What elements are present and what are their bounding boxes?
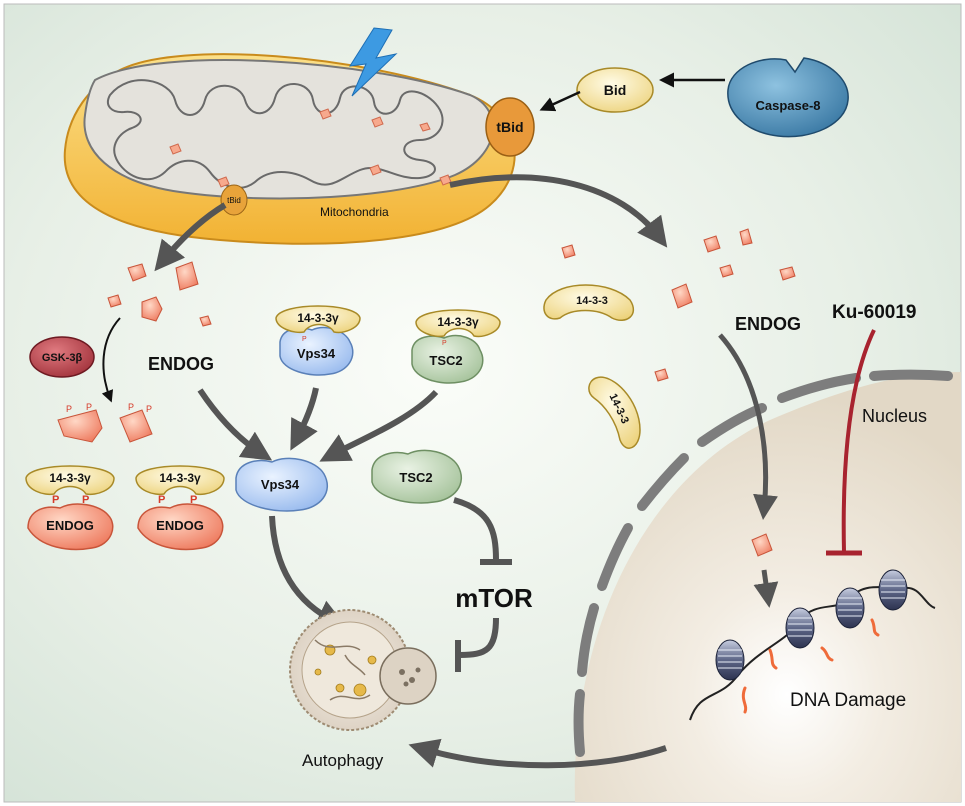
dna-chromatin [689,569,936,721]
svg-text:tBid: tBid [496,119,523,135]
dna-break-marks [741,618,880,714]
svg-text:P: P [158,494,165,506]
svg-text:Vps34: Vps34 [261,477,300,492]
svg-text:14-3-3: 14-3-3 [576,295,608,307]
svg-text:TSC2: TSC2 [429,353,462,368]
svg-text:14-3-3γ: 14-3-3γ [49,471,91,485]
vps34-to-autophagy-arrow [269,515,347,628]
mito-to-endog-right-arrow [449,174,668,248]
svg-text:P: P [82,494,89,506]
nuclear-envelope [573,369,953,757]
svg-text:tBid: tBid [227,196,241,205]
endog-left-label: ENDOG [148,354,214,374]
mtor-label: mTOR [455,583,533,613]
svg-text:GSK-3β: GSK-3β [42,352,83,364]
endog-right-label: ENDOG [735,314,801,334]
nucleus-label: Nucleus [862,406,927,426]
lightning-icon [349,27,398,97]
endog-to-vps34-arrow [197,388,273,461]
svg-text:P: P [146,404,152,414]
dna-damage-to-autophagy-arrow [408,738,667,769]
tsc2-protein: TSC2 [371,449,463,504]
svg-text:Vps34: Vps34 [297,346,336,361]
endog-fragments-left [107,261,212,327]
endog-into-nucleus-arrow [718,333,778,520]
vps34-complex-to-vps34-arrow [290,387,319,451]
autophagy-label: Autophagy [302,751,384,770]
svg-text:P: P [52,494,59,506]
tsc2-inhibits-mtor [453,497,499,561]
mito-endog-dots [169,108,452,188]
svg-text:P: P [442,340,447,347]
caspase8-protein: Caspase-8 [727,57,849,138]
svg-text:ENDOG: ENDOG [156,518,204,533]
mitochondrion: Mitochondria [63,53,516,245]
svg-text:14-3-3γ: 14-3-3γ [437,315,479,329]
protein-1433-a: 14-3-3 [543,284,635,321]
gsk3b-protein: GSK-3β [29,336,95,378]
phospho-endog: P P P P [57,402,153,443]
ku60019-label: Ku-60019 [832,302,917,323]
svg-text:14-3-3γ: 14-3-3γ [297,311,339,325]
svg-text:Bid: Bid [604,82,627,98]
endog-to-dna-arrow [753,569,779,608]
svg-text:Caspase-8: Caspase-8 [755,98,820,113]
mtor-inhibits-autophagy [459,617,499,658]
vps34-protein: Vps34 [235,457,329,512]
endog-complex-2: 14-3-3γ ENDOG P P [135,465,225,551]
bid-protein: Bid [576,67,654,113]
svg-text:P: P [66,404,72,414]
mitochondria-label: Mitochondria [320,205,389,219]
svg-text:14-3-3γ: 14-3-3γ [159,471,201,485]
mito-to-endog-left-arrow [154,202,227,272]
svg-text:P: P [302,336,307,343]
vps34-1433-complex: 14-3-3γ Vps34 P [275,305,361,376]
svg-text:P: P [190,494,197,506]
autophagosome [289,609,437,731]
endog-complex-1: 14-3-3γ ENDOG P P [25,465,115,551]
gsk3b-phosphorylation-arrow [101,317,121,403]
svg-text:P: P [86,402,92,412]
dna-damage-label: DNA Damage [790,690,906,711]
ku60019-inhibition-line [841,329,876,553]
svg-text:ENDOG: ENDOG [46,518,94,533]
svg-text:P: P [128,402,134,412]
tbid-protein: tBid [485,97,535,157]
tsc2-complex-to-vps34-arrow [319,389,439,462]
svg-text:TSC2: TSC2 [399,470,432,485]
endog-fragments-right [561,228,796,557]
tbid-small: tBid [220,184,248,216]
bid-to-tbid-arrow [539,90,581,112]
tsc2-1433-complex: 14-3-3γ TSC2 P [411,309,501,384]
